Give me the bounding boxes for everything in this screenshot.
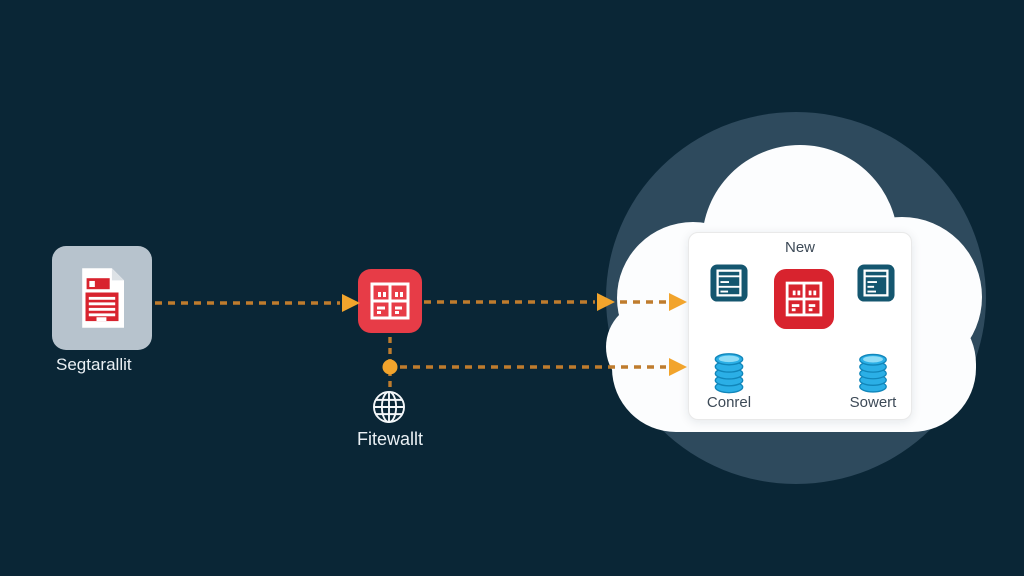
document-icon (73, 265, 131, 331)
firewall-node-label: Fitewallt (356, 429, 423, 449)
firewall-icon (358, 269, 422, 333)
source-node (52, 246, 152, 350)
globe-icon (370, 388, 408, 426)
database-icon (856, 351, 890, 394)
cloud-panel: New (688, 232, 912, 420)
junction-dot (382, 359, 398, 375)
database-label: Conrel (706, 394, 752, 411)
cloud-panel-title: New (784, 239, 815, 256)
firewall-icon (774, 268, 834, 330)
server-icon (857, 263, 895, 303)
database-icon (711, 351, 747, 394)
source-node-label: Segtarallit (56, 355, 132, 374)
server-icon (710, 263, 748, 303)
database-label: Sowert (849, 394, 897, 411)
